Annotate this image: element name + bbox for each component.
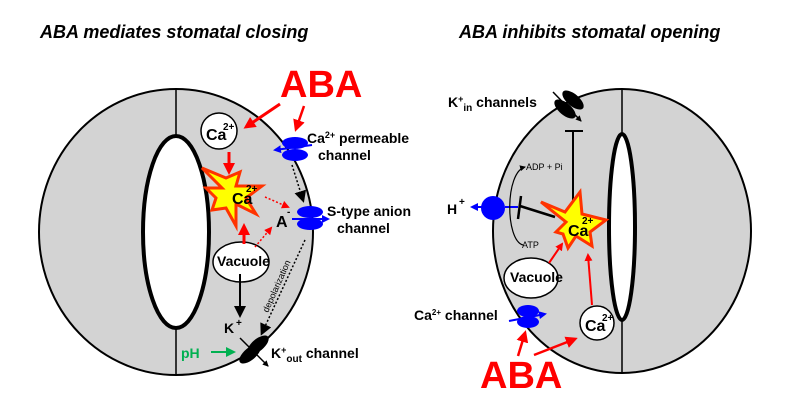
atp-adp-arrow bbox=[509, 165, 526, 246]
left-ca-store-label: Ca bbox=[206, 127, 227, 144]
right-ca-store-label: Ca bbox=[585, 318, 606, 335]
left-k-label-sup: + bbox=[236, 318, 242, 329]
aba-to-ca-channel-arrow bbox=[293, 105, 306, 132]
depolarization-dotted-arrow bbox=[260, 239, 306, 336]
atp-label: ATP bbox=[522, 240, 539, 250]
left-ca-star-label: Ca bbox=[232, 191, 253, 208]
right-ca-star-label: Ca bbox=[568, 223, 589, 240]
adp-label: ADP + Pi bbox=[526, 162, 563, 172]
right-vacuole bbox=[503, 257, 559, 299]
right-ca-store bbox=[579, 305, 615, 341]
pump-inhibition-bar bbox=[516, 195, 523, 220]
left-ca-star bbox=[200, 166, 267, 232]
vacuole-to-anion-dotted-arrow bbox=[254, 226, 273, 248]
pump-inhibition-line bbox=[519, 204, 556, 219]
right-panel: ABA inhibits stomatal opening K+in chann… bbox=[414, 22, 752, 397]
left-panel: ABA mediates stomatal closing ABA Ca 2+ … bbox=[38, 22, 411, 376]
k-in-channels-label: K+in channels bbox=[448, 94, 537, 114]
anion-label: A bbox=[276, 214, 288, 231]
left-ca-store-sup: 2+ bbox=[223, 122, 235, 133]
ca-channel-icon bbox=[508, 305, 547, 328]
right-vacuole-label: Vacuole bbox=[510, 269, 563, 285]
aba-to-ca-channel-arrow-right bbox=[516, 330, 529, 357]
s-type-anion-channel-label-line2: channel bbox=[337, 220, 390, 236]
h-pump bbox=[481, 196, 505, 220]
vacuole-to-star-arrow-right bbox=[548, 242, 564, 264]
h-label: H bbox=[447, 201, 457, 217]
anion-label-sup: - bbox=[287, 207, 290, 218]
right-ca-star-sup: 2+ bbox=[582, 216, 594, 227]
s-type-anion-channel-icon bbox=[292, 206, 330, 230]
left-vacuole-label: Vacuole bbox=[217, 253, 270, 269]
ca-permeable-channel-icon bbox=[273, 137, 313, 161]
ca-store-to-star-arrow-right bbox=[584, 253, 593, 306]
k-in-channels-icon bbox=[552, 90, 584, 122]
right-stomatal-pore bbox=[607, 132, 637, 322]
left-aba-label: ABA bbox=[280, 64, 362, 106]
k-out-channel-icon bbox=[239, 335, 269, 367]
ca-permeable-channel-label: Ca2+ permeable bbox=[307, 130, 409, 146]
left-stomatal-pore bbox=[141, 134, 211, 330]
right-ca-star bbox=[540, 187, 610, 252]
right-ca-store-sup: 2+ bbox=[602, 313, 614, 324]
h-label-sup: + bbox=[459, 197, 465, 208]
right-aba-label: ABA bbox=[480, 355, 562, 397]
ph-label: pH bbox=[181, 345, 200, 361]
ca-channel-label: Ca2+ channel bbox=[414, 307, 498, 323]
aba-to-ca-store-arrow bbox=[243, 102, 281, 129]
left-k-label: K bbox=[224, 320, 234, 336]
right-title: ABA inhibits stomatal opening bbox=[458, 22, 720, 42]
ca-permeable-channel-label-line2: channel bbox=[318, 147, 371, 163]
k-out-channel-label: K+out channel bbox=[271, 345, 359, 365]
star-to-anion-dotted-arrow bbox=[264, 196, 290, 209]
left-ca-star-sup: 2+ bbox=[246, 184, 258, 195]
aba-to-ca-store-arrow-right bbox=[533, 336, 578, 357]
left-ca-store bbox=[200, 112, 238, 150]
left-title: ABA mediates stomatal closing bbox=[39, 22, 308, 42]
s-type-anion-channel-label: S-type anion bbox=[327, 203, 411, 219]
